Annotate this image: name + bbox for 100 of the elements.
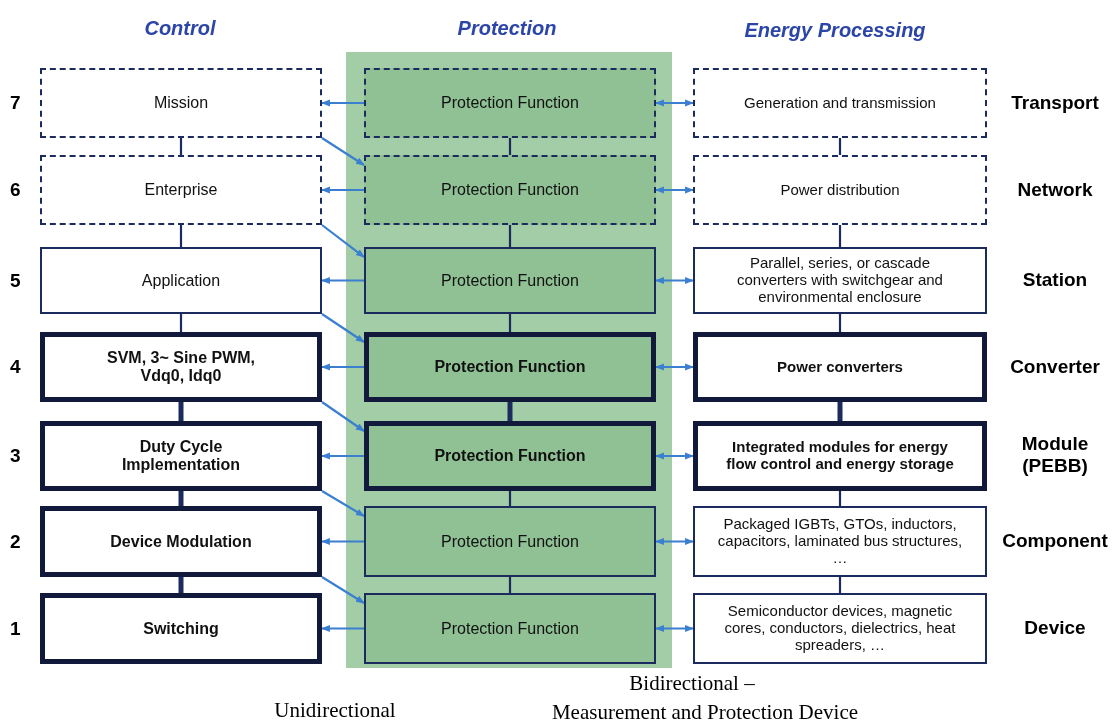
- connector-line: [178, 577, 184, 593]
- layer-box: [693, 68, 987, 138]
- box-label: Power converters: [777, 358, 903, 376]
- arrow: [321, 137, 365, 166]
- arrow: [321, 576, 365, 604]
- box-label: Protection Function: [434, 358, 586, 376]
- box-label: Parallel, series, or cascade converters with switchgear and environmental enclosure: [736, 255, 944, 306]
- connector-line: [178, 491, 184, 506]
- box-label: Protection Function: [441, 181, 579, 199]
- column-heading: Protection: [457, 16, 557, 40]
- connector-line: [179, 225, 183, 247]
- protection-function-box: [364, 247, 656, 314]
- connector-line: [838, 314, 842, 332]
- box-label: Protection Function: [441, 619, 579, 638]
- connector-line: [838, 491, 842, 506]
- arrow: [655, 625, 694, 632]
- layer-name: Station: [1021, 269, 1089, 291]
- layer-box: [693, 247, 987, 314]
- layer-name: Device: [1023, 617, 1087, 639]
- box-label: Application: [141, 271, 221, 290]
- layer-number: 2: [10, 530, 21, 553]
- layer-box: [40, 506, 322, 577]
- layer-box: [693, 332, 987, 402]
- layer-number: 3: [10, 445, 21, 467]
- layer-number: 5: [10, 269, 21, 292]
- box-label: Integrated modules for energy flow control and energy storage: [725, 439, 955, 473]
- protection-function-box: [364, 68, 656, 138]
- layer-name: Converter: [1009, 355, 1101, 378]
- layer-number: 7: [10, 92, 21, 114]
- arrow: [655, 452, 694, 460]
- layer-number: 1: [10, 617, 21, 640]
- connector-line: [178, 402, 184, 421]
- layer-name: Component: [1001, 530, 1109, 552]
- protection-function-box: [364, 506, 656, 577]
- layer-box: [40, 593, 322, 664]
- protection-function-box: [364, 421, 656, 491]
- arrow: [321, 538, 364, 545]
- arrow: [655, 538, 694, 545]
- connector-line: [508, 577, 512, 593]
- protection-function-box: [364, 332, 656, 402]
- column-heading: Control: [144, 16, 216, 40]
- arrow: [655, 99, 694, 107]
- protection-function-box: [364, 593, 656, 664]
- arrow: [321, 224, 365, 258]
- connector-line: [508, 138, 512, 155]
- layer-box: [693, 593, 987, 664]
- arrow: [321, 277, 364, 284]
- connector-line: [838, 138, 842, 155]
- box-label: Protection Function: [441, 94, 579, 112]
- box-label: Protection Function: [434, 447, 586, 465]
- connector-line: [508, 314, 512, 332]
- arrow: [321, 452, 364, 460]
- box-label: Duty Cycle Implementation: [120, 438, 242, 474]
- layer-name: Network: [1016, 178, 1094, 201]
- caption-text: Bidirectional –: [629, 670, 755, 696]
- arrow: [321, 490, 365, 517]
- layer-box: [40, 421, 322, 491]
- layer-box: [40, 247, 322, 314]
- connector-line: [838, 225, 842, 247]
- layer-box: [40, 332, 322, 402]
- layer-box: [693, 506, 987, 577]
- box-label: Protection Function: [441, 532, 579, 551]
- box-label: Mission: [153, 94, 209, 112]
- arrow: [321, 186, 364, 194]
- layer-box: [693, 155, 987, 225]
- box-label: Packaged IGBTs, GTOs, inductors, capacitors, laminated bus structures, …: [716, 516, 964, 567]
- connector-line: [179, 138, 183, 155]
- arrow: [655, 363, 694, 371]
- box-label: Device Modulation: [110, 532, 252, 551]
- layer-name: Module (PEBB): [1020, 433, 1090, 477]
- box-label: Generation and transmission: [744, 94, 936, 112]
- caption-text: Measurement and Protection Device: [551, 699, 859, 725]
- connector-line: [508, 225, 512, 247]
- box-label: SVM, 3~ Sine PWM, Vdq0, Idq0: [106, 349, 256, 385]
- caption-text: Unidirectional: [274, 697, 396, 723]
- box-label: Power distribution: [780, 181, 900, 199]
- arrow: [655, 277, 694, 284]
- layer-box: [693, 421, 987, 491]
- layer-number: 6: [10, 179, 21, 201]
- connector-line: [507, 402, 513, 421]
- column-heading: Energy Processing: [744, 18, 926, 42]
- connector-line: [508, 491, 512, 506]
- protection-function-box: [364, 155, 656, 225]
- layer-box: [40, 68, 322, 138]
- connector-line: [837, 402, 843, 421]
- arrow: [321, 313, 365, 343]
- arrow: [321, 401, 365, 432]
- connector-line: [838, 577, 842, 593]
- connector-line: [179, 314, 183, 332]
- box-label: Semiconductor devices, magnetic cores, conductors, dielectrics, heat spreaders, …: [723, 603, 957, 654]
- box-label: Enterprise: [144, 181, 218, 199]
- arrow: [655, 186, 694, 194]
- layer-name: Transport: [1010, 91, 1100, 114]
- protection-band: [346, 52, 672, 668]
- layer-box: [40, 155, 322, 225]
- box-label: Protection Function: [441, 271, 579, 290]
- box-label: Switching: [143, 619, 219, 638]
- arrow: [321, 625, 364, 632]
- arrow: [321, 363, 364, 371]
- arrow: [321, 99, 364, 107]
